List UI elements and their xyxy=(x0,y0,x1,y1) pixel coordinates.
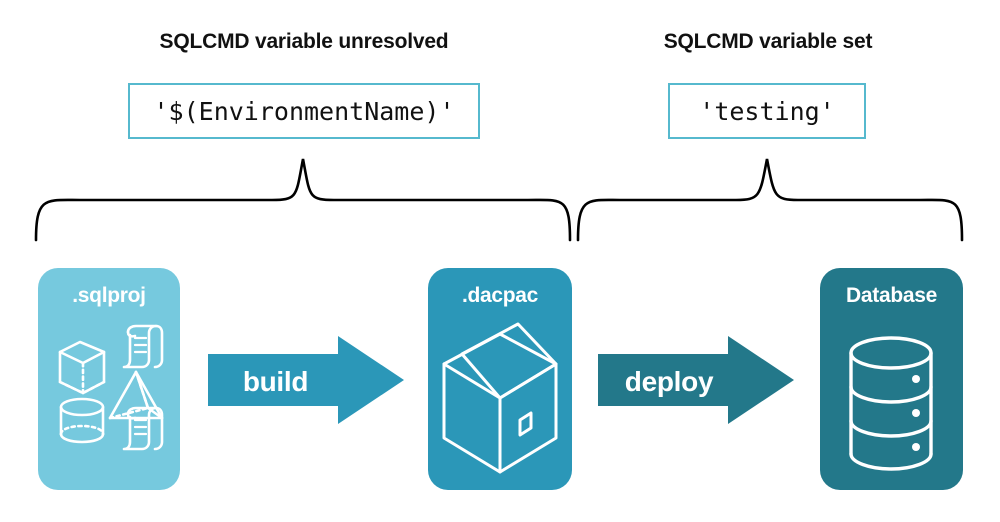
package-box-icon xyxy=(442,322,558,474)
card-database-title: Database xyxy=(846,284,937,307)
group-caption-left: SQLCMD variable unresolved xyxy=(159,30,449,53)
arrow-build xyxy=(208,336,404,424)
brace-right-icon xyxy=(576,158,964,242)
arrow-deploy-shape xyxy=(598,336,794,424)
arrow-build-label: build xyxy=(242,366,309,397)
arrow-deploy-label: deploy xyxy=(624,366,714,397)
sql-project-shapes-icon xyxy=(58,324,164,451)
card-dacpac-title: .dacpac xyxy=(461,284,539,307)
card-database: Database xyxy=(820,268,963,490)
arrow-build-shape xyxy=(208,336,404,424)
brace-left-icon xyxy=(34,158,572,242)
database-cylinder-icon xyxy=(849,336,933,471)
card-sqlproj-title: .sqlproj xyxy=(72,284,146,307)
group-caption-right: SQLCMD variable set xyxy=(663,30,873,53)
card-dacpac: .dacpac xyxy=(428,268,572,490)
arrow-deploy xyxy=(598,336,794,424)
sqlcmd-variable-set-value-box: 'testing' xyxy=(668,83,866,139)
card-sqlproj: .sqlproj xyxy=(38,268,180,490)
sqlcmd-variable-unresolved-value-box: '$(EnvironmentName)' xyxy=(128,83,480,139)
